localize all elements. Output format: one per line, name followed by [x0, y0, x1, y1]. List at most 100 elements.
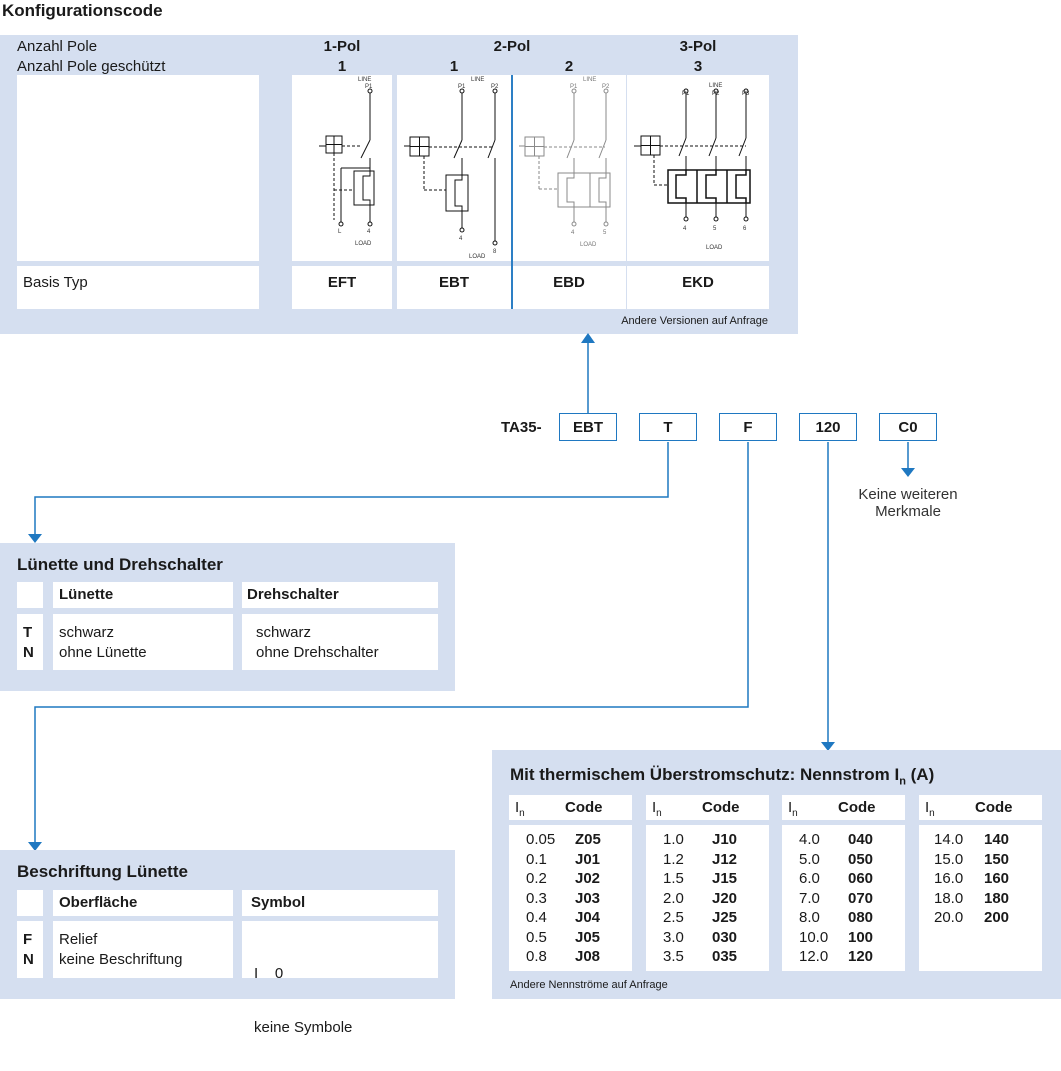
- current-title-main: Mit thermischem Überstromschutz: Nennstr…: [510, 765, 900, 784]
- current-code: 180: [984, 889, 1010, 907]
- current-value: 6.0: [799, 870, 820, 887]
- current-code: J08: [575, 948, 601, 965]
- beschriftung-code-header: [17, 890, 43, 916]
- current-value: 10.0: [799, 928, 829, 946]
- current-value: 0.05: [526, 831, 556, 848]
- current-code: 140: [984, 831, 1010, 848]
- current-value: 15.0: [934, 850, 964, 868]
- current-hdr-code: Code: [565, 799, 603, 816]
- current-value: 3.5: [663, 948, 684, 965]
- current-value: 0.4: [526, 909, 547, 926]
- arrow-luenette: [28, 534, 42, 543]
- current-code: J10: [712, 831, 738, 848]
- luenette-code-header: [17, 582, 43, 608]
- protected-count-eft: 1: [337, 58, 347, 75]
- protected-count-ebt: 1: [449, 58, 459, 75]
- current-value: 8.0: [799, 909, 820, 926]
- basis-type-ekd: EKD: [627, 266, 769, 309]
- current-value: 4.0: [799, 831, 820, 848]
- current-value: 0.5: [526, 928, 547, 946]
- current-hdr-i: In: [788, 799, 798, 819]
- code-segment-current: 120: [799, 413, 857, 441]
- current-value: 16.0: [934, 870, 964, 887]
- basis-label-cell: Basis Typ: [17, 266, 259, 309]
- symbol-value-f: I 0: [254, 965, 284, 982]
- current-code: 070: [848, 889, 874, 907]
- schematic-cell-ebt: [397, 75, 511, 261]
- current-col-header-3: In Code: [782, 795, 905, 820]
- protected-poles-label: Anzahl Pole geschützt: [17, 58, 166, 75]
- basis-type-label: Basis Typ: [23, 274, 88, 291]
- current-hdr-i: In: [652, 799, 662, 819]
- current-code: 200: [984, 909, 1010, 926]
- blank-cell: [17, 75, 259, 261]
- beschriftung-title: Beschriftung Lünette: [17, 862, 188, 881]
- current-code: 150: [984, 850, 1010, 868]
- current-code: 120: [848, 948, 874, 965]
- current-col-header-1: In Code: [509, 795, 632, 820]
- current-title-sub: n: [899, 775, 906, 788]
- beschriftung-col2-header-cell: Symbol: [242, 890, 438, 916]
- current-value: 14.0: [934, 831, 964, 848]
- current-hdr-code: Code: [838, 799, 876, 816]
- current-hdr-i: In: [515, 799, 525, 819]
- beschriftung-col1-header-cell: Oberfläche: [53, 890, 233, 916]
- luenette-code-t: T: [23, 624, 33, 641]
- ebt-ebd-divider: [511, 75, 513, 309]
- config-note: Andere Versionen auf Anfrage: [621, 315, 768, 327]
- protected-count-ebd: 2: [564, 58, 574, 75]
- current-value: 1.5: [663, 870, 684, 887]
- current-code: 100: [848, 928, 874, 946]
- current-code: J03: [575, 889, 601, 907]
- luenette-col1-header-cell: Lünette: [53, 582, 233, 608]
- luenette-col2-values-cell: schwarz ohne Drehschalter: [242, 614, 438, 670]
- current-value: 1.0: [663, 831, 684, 848]
- code-prefix: TA35-: [501, 419, 542, 436]
- current-value: 20.0: [934, 909, 964, 926]
- group-1-pol: 1-Pol: [323, 38, 361, 55]
- beschriftung-col2-header: Symbol: [251, 894, 306, 911]
- luenette-col1-header: Lünette: [59, 586, 114, 603]
- schematic-cell-ebd: [512, 75, 626, 261]
- basis-type-eft: EFT: [292, 266, 392, 309]
- current-value: 2.0: [663, 889, 684, 907]
- luenette-col2-header-cell: Drehschalter: [242, 582, 438, 608]
- oberflaeche-value-n: keine Beschriftung: [59, 950, 183, 968]
- current-value: 0.1: [526, 850, 547, 868]
- code-segment-beschriftung: F: [719, 413, 777, 441]
- current-code: 080: [848, 909, 874, 926]
- schematic-cell-eft: [292, 75, 392, 261]
- protected-count-ekd: 3: [693, 58, 703, 75]
- oberflaeche-value-f: Relief: [59, 931, 98, 948]
- current-hdr-i: In: [925, 799, 935, 819]
- code-segment-basis: EBT: [559, 413, 617, 441]
- luenette-title: Lünette und Drehschalter: [17, 555, 223, 574]
- arrow-c0: [901, 468, 915, 477]
- beschriftung-col1-header: Oberfläche: [59, 894, 138, 911]
- current-value: 0.3: [526, 889, 547, 907]
- current-code: 060: [848, 870, 874, 887]
- beschriftung-code-cell: F N: [17, 921, 43, 978]
- current-title-end: (A): [905, 765, 935, 784]
- luenette-value-t: schwarz: [59, 624, 115, 641]
- current-value: 0.2: [526, 870, 547, 887]
- current-code: Z05: [575, 831, 601, 848]
- current-code: J25: [712, 909, 738, 926]
- luenette-code-n: N: [23, 643, 34, 661]
- group-2-pol: 2-Pol: [493, 38, 531, 55]
- current-code: J12: [712, 850, 738, 868]
- c0-note: Keine weiteren Merkmale: [838, 486, 978, 520]
- current-value: 1.2: [663, 850, 684, 868]
- current-code: 030: [712, 928, 738, 946]
- basis-type-ebt: EBT: [397, 266, 511, 309]
- current-code: 040: [848, 831, 874, 848]
- current-value: 7.0: [799, 889, 820, 907]
- beschriftung-code-f: F: [23, 931, 33, 948]
- current-value: 12.0: [799, 948, 829, 965]
- c0-note-line1: Keine weiteren: [858, 486, 958, 503]
